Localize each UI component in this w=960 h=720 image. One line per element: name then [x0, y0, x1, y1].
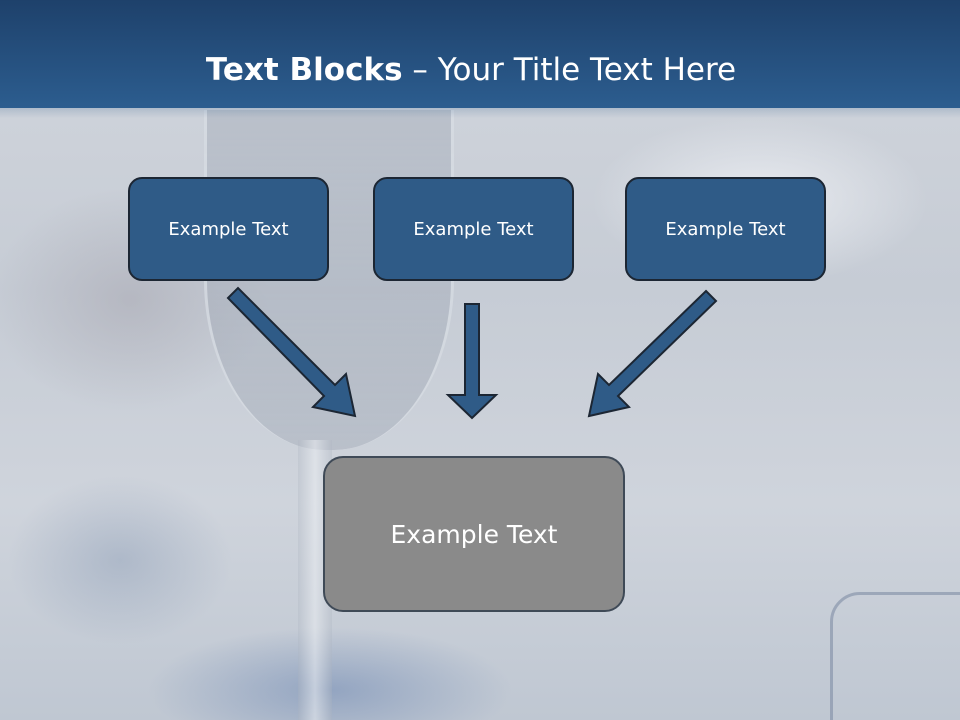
text-block-right-label: Example Text [665, 218, 786, 240]
slide-title: Text Blocks – Your Title Text Here [0, 52, 942, 88]
arrow-down-icon [445, 303, 499, 420]
header-bar [0, 0, 960, 108]
text-block-left-label: Example Text [168, 218, 289, 240]
arrow-left-diagonal-icon [226, 286, 357, 418]
background-eyeglasses [830, 592, 960, 720]
title-bold-part: Text Blocks [205, 52, 403, 88]
text-block-center-label: Example Text [413, 218, 534, 240]
text-block-left[interactable]: Example Text [128, 177, 329, 281]
text-block-right[interactable]: Example Text [625, 177, 826, 281]
text-block-center[interactable]: Example Text [373, 177, 574, 281]
title-rest-part: – Your Title Text Here [402, 52, 737, 88]
text-block-main[interactable]: Example Text [323, 456, 625, 612]
arrow-right-diagonal-icon [587, 289, 718, 418]
text-block-main-label: Example Text [390, 519, 558, 549]
